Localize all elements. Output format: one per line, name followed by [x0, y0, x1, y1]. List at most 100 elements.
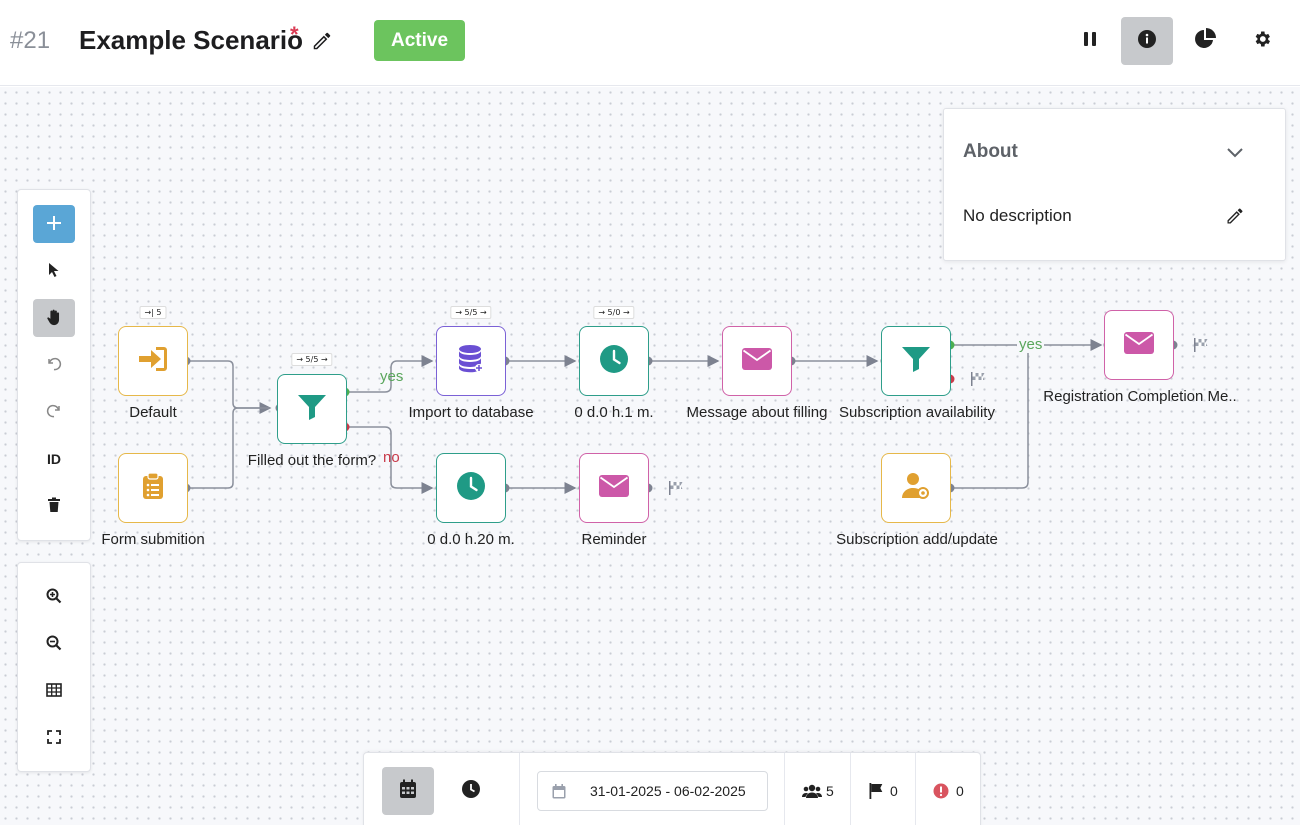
node-label: Registration Completion Me..	[1043, 388, 1237, 405]
unsaved-marker: *	[290, 22, 299, 47]
divider	[915, 753, 916, 825]
node-counter: → 5/5 →	[450, 306, 492, 319]
contacts-count: 5	[826, 783, 834, 799]
node-filter-form[interactable]	[277, 374, 347, 444]
undo-icon	[46, 356, 62, 375]
about-title: About	[963, 141, 1018, 162]
node-label: Import to database	[408, 404, 534, 421]
node-counter: →| 5	[139, 306, 167, 319]
finish-flag-icon	[668, 481, 684, 495]
gear-icon	[1252, 29, 1272, 54]
date-range-picker[interactable]: 31-01-2025 - 06-02-2025	[537, 771, 768, 811]
redo-icon	[46, 403, 62, 422]
workflow-canvas[interactable]: yes no yes ID	[0, 87, 1300, 825]
fullscreen-button[interactable]	[33, 719, 75, 757]
clock-icon	[456, 471, 486, 506]
node-reminder[interactable]	[579, 453, 649, 523]
finish-flag-icon	[970, 372, 986, 386]
info-icon	[1137, 29, 1157, 54]
redo-button[interactable]	[33, 393, 75, 431]
edit-title-pencil-icon[interactable]	[311, 30, 333, 52]
edge-filter-import	[345, 355, 434, 393]
add-node-button[interactable]	[33, 205, 75, 243]
zoom-in-button[interactable]	[33, 578, 75, 616]
info-button[interactable]	[1121, 17, 1173, 65]
cursor-icon	[48, 262, 60, 281]
node-label: Form submition	[101, 531, 205, 548]
errors-count: 0	[956, 783, 964, 799]
calendar-icon	[399, 779, 417, 804]
envelope-icon	[1124, 331, 1154, 359]
hand-icon	[45, 308, 63, 329]
database-icon	[458, 344, 484, 379]
clock-icon	[599, 344, 629, 379]
zoom-out-button[interactable]	[33, 625, 75, 663]
envelope-icon	[599, 474, 629, 502]
chevron-down-icon[interactable]	[1226, 146, 1244, 164]
error-icon	[933, 783, 949, 804]
zoom-out-icon	[46, 635, 62, 654]
filter-funnel-icon	[297, 393, 327, 426]
user-add-icon	[901, 472, 931, 505]
node-import-database[interactable]	[436, 326, 506, 396]
time-mode-button[interactable]	[445, 767, 497, 815]
node-subscription-add-update[interactable]	[881, 453, 951, 523]
grid-icon	[46, 682, 62, 700]
edge-label-yes: yes	[380, 368, 404, 385]
node-message-filling[interactable]	[722, 326, 792, 396]
edge-label-no: no	[383, 449, 400, 466]
calendar-icon	[552, 784, 566, 804]
scenario-title: Example Scenario	[79, 25, 303, 55]
node-registration-completion[interactable]	[1104, 310, 1174, 380]
about-panel: About No description	[943, 108, 1286, 261]
select-tool-button[interactable]	[33, 252, 75, 290]
status-badge[interactable]: Active	[374, 20, 465, 61]
edit-description-pencil-icon[interactable]	[1225, 206, 1245, 231]
node-label: Default	[129, 404, 177, 421]
finished-count: 0	[890, 783, 898, 799]
node-counter: → 5/0 →	[593, 306, 635, 319]
pause-button[interactable]	[1064, 17, 1116, 65]
delete-button[interactable]	[33, 487, 75, 525]
pie-chart-icon	[1194, 27, 1216, 55]
clipboard-list-icon	[142, 471, 164, 505]
node-subscription-availability[interactable]	[881, 326, 951, 396]
statistics-bar: 31-01-2025 - 06-02-2025 5 0 0	[363, 752, 981, 825]
node-label: 0 d.0 h.20 m.	[427, 531, 515, 548]
node-label: Filled out the form?	[247, 452, 377, 469]
show-ids-button[interactable]: ID	[47, 451, 61, 467]
node-label: 0 d.0 h.1 m.	[574, 404, 654, 421]
divider	[784, 753, 785, 825]
node-default[interactable]	[118, 326, 188, 396]
expand-icon	[47, 729, 61, 747]
users-icon	[802, 784, 822, 803]
settings-button[interactable]	[1236, 17, 1288, 65]
divider	[850, 753, 851, 825]
pan-tool-button[interactable]	[33, 299, 75, 337]
date-range-value: 31-01-2025 - 06-02-2025	[590, 783, 746, 799]
undo-button[interactable]	[33, 346, 75, 384]
scenario-id: #21	[10, 27, 51, 54]
flag-icon	[869, 783, 883, 804]
grid-toggle-button[interactable]	[33, 672, 75, 710]
calendar-mode-button[interactable]	[382, 767, 434, 815]
node-label: Subscription add/update	[836, 531, 998, 548]
node-label: Message about filling	[686, 404, 828, 421]
edge-default-filter	[186, 360, 272, 414]
zoom-in-icon	[46, 588, 62, 607]
finish-flag-icon	[1193, 338, 1209, 352]
node-counter: → 5/5 →	[291, 353, 333, 366]
node-label: Reminder	[581, 531, 647, 548]
node-form-submition[interactable]	[118, 453, 188, 523]
edge-filter-delay20	[345, 426, 434, 494]
node-delay-20m[interactable]	[436, 453, 506, 523]
statistics-button[interactable]	[1179, 17, 1231, 65]
scenario-header: #21 Example Scenario * Active	[0, 0, 1300, 86]
entry-arrow-icon	[137, 345, 169, 378]
trash-icon	[47, 497, 61, 516]
envelope-icon	[742, 347, 772, 375]
clock-icon	[461, 779, 481, 804]
node-delay-1m[interactable]	[579, 326, 649, 396]
plus-icon	[46, 215, 62, 234]
edge-form-filter	[186, 407, 270, 489]
